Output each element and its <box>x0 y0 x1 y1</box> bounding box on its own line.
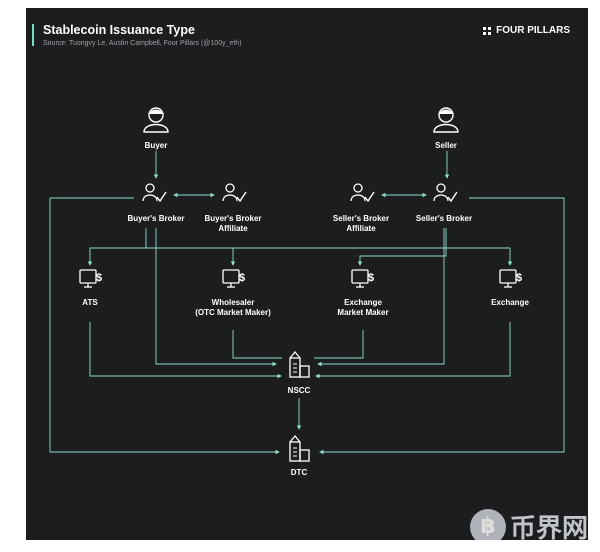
brand-dots-icon <box>483 26 492 35</box>
node-label-wholesaler: Wholesaler(OTC Market Maker) <box>195 298 271 317</box>
user-icon-seller <box>433 107 459 133</box>
watermark: ฿ 币界网 <box>470 508 588 540</box>
verified-person-icon-sellers-broker-affiliate <box>350 183 375 202</box>
node-label-seller: Seller <box>435 141 457 150</box>
brand-name: FOUR PILLARS <box>496 25 570 36</box>
building-icon-nscc <box>289 351 310 378</box>
title-accent-bar <box>32 24 34 46</box>
monitor-dollar-icon-wholesaler <box>222 269 246 288</box>
monitor-dollar-icon-exchange <box>499 269 523 288</box>
diagram-title: Stablecoin Issuance Type <box>43 23 195 37</box>
diagram-card: Stablecoin Issuance Type Source: Tuongvy… <box>26 8 588 540</box>
building-icon-dtc <box>289 435 310 462</box>
verified-person-icon-buyers-broker <box>142 183 167 202</box>
source-caption: Source: Tuongvy Le, Austin Campbell, Fou… <box>43 40 242 47</box>
verified-person-icon-buyers-broker-affiliate <box>222 183 247 202</box>
node-label-dtc: DTC <box>290 468 308 477</box>
brand-logo: FOUR PILLARS <box>483 25 570 36</box>
node-label-sellers-broker: Seller's Broker <box>415 214 473 223</box>
watermark-text: 币界网 <box>510 514 588 540</box>
node-label-exchange: Exchange <box>491 298 529 307</box>
flow-diagram: $ <box>49 107 565 462</box>
node-label-ats: ATS <box>82 298 98 307</box>
monitor-dollar-icon-exchange-market-maker <box>351 269 375 288</box>
connector-lines <box>49 151 565 455</box>
monitor-dollar-icon-ats <box>79 269 103 288</box>
node-label-buyers-broker: Buyer's Broker <box>127 214 185 223</box>
user-icon-buyer <box>143 107 169 133</box>
bitcoin-coin-icon: ฿ <box>470 508 506 540</box>
node-label-nscc: NSCC <box>287 386 311 395</box>
verified-person-icon-sellers-broker <box>433 183 458 202</box>
node-label-buyer: Buyer <box>144 141 168 150</box>
